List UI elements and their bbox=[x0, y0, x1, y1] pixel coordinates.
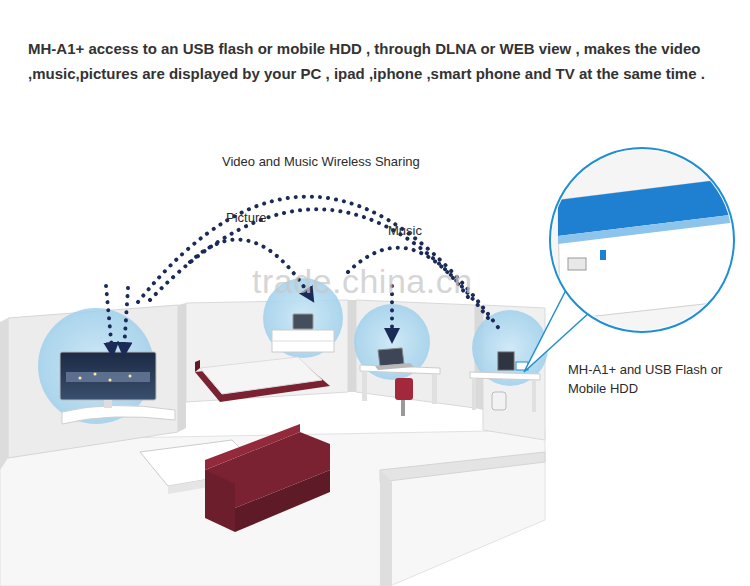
walls-part bbox=[380, 452, 545, 482]
living-room-furniture-part bbox=[205, 424, 300, 470]
bedroom-furniture-part bbox=[195, 360, 200, 372]
tv-set-part bbox=[66, 372, 150, 382]
office-furniture bbox=[360, 348, 440, 416]
living-room-furniture-part bbox=[205, 470, 235, 532]
zoom-callout-part-part bbox=[558, 214, 739, 244]
walls-part bbox=[178, 303, 186, 432]
tv-set bbox=[60, 352, 175, 424]
walls-part bbox=[380, 470, 392, 586]
zoom-callout bbox=[524, 148, 740, 372]
tv-set-part bbox=[62, 405, 175, 424]
tv-set-part bbox=[94, 373, 97, 376]
tv-set-part bbox=[104, 400, 112, 408]
tv-set-part bbox=[129, 375, 132, 378]
office-furniture-part bbox=[362, 371, 367, 401]
router-desk-part bbox=[532, 380, 536, 412]
router-desk-part bbox=[492, 392, 506, 410]
router-desk-part bbox=[470, 372, 540, 380]
arc-label: Music bbox=[388, 221, 422, 240]
wireless-arcs-part bbox=[124, 288, 128, 350]
arc-label: Picture bbox=[226, 208, 266, 227]
floor bbox=[0, 430, 545, 586]
office-furniture-part bbox=[378, 348, 404, 366]
living-room-furniture-part bbox=[235, 470, 330, 532]
zoom-callout-part-part bbox=[568, 258, 586, 270]
bedroom-furniture-part bbox=[272, 330, 334, 352]
zoom-callout-part-part bbox=[558, 178, 740, 320]
wireless-arcs bbox=[106, 197, 500, 350]
office-furniture-part bbox=[432, 374, 437, 404]
bedroom-furniture-part bbox=[272, 341, 334, 342]
walls bbox=[0, 300, 545, 586]
arc-label: Video and Music Wireless Sharing bbox=[222, 152, 420, 171]
wireless-arcs-part bbox=[106, 286, 112, 350]
zoom-callout-part bbox=[548, 148, 740, 333]
bedroom-furniture-part bbox=[293, 314, 313, 329]
router-desk-part bbox=[498, 352, 514, 370]
tv-set-part bbox=[79, 377, 82, 380]
office-furniture-part bbox=[375, 363, 414, 370]
router-desk-part bbox=[472, 378, 476, 410]
floor-part bbox=[0, 430, 545, 586]
bedroom-furniture bbox=[195, 314, 334, 402]
device-label: MH-A1+ and USB Flash or Mobile HDD bbox=[568, 360, 740, 398]
office-furniture-part bbox=[395, 378, 413, 400]
watermark: trade.china.cn bbox=[252, 262, 473, 301]
walls-part bbox=[0, 318, 8, 470]
tv-set-part bbox=[60, 352, 156, 400]
zoom-callout-part-part bbox=[600, 250, 606, 260]
wireless-arcs-part bbox=[150, 209, 488, 318]
living-room-furniture bbox=[140, 424, 330, 532]
tv-set-part bbox=[109, 379, 112, 382]
walls-part bbox=[8, 305, 178, 458]
office-furniture-part bbox=[401, 400, 405, 416]
wireless-arcs-part bbox=[138, 197, 500, 330]
bedroom-furniture-part bbox=[200, 357, 322, 394]
heading-text: MH-A1+ access to an USB flash or mobile … bbox=[28, 36, 736, 86]
